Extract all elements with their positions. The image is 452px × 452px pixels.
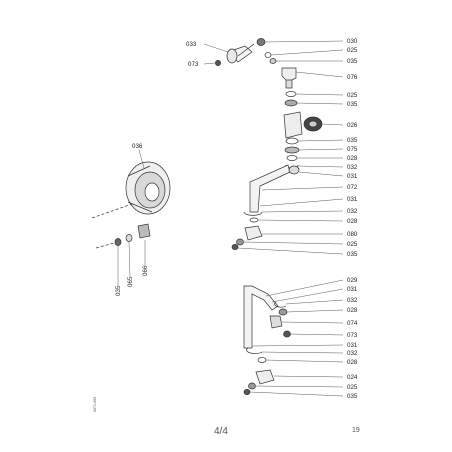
callout-028: 028: [347, 218, 358, 225]
callout-080: 080: [347, 231, 358, 238]
callout-labels: 033 073 030 025 035 076 025 035 026 035 …: [115, 38, 358, 400]
right-assembly-upper: [215, 38, 323, 250]
callout-028: 028: [347, 359, 358, 366]
callout-073: 073: [347, 332, 358, 339]
callout-074: 074: [347, 320, 358, 327]
callout-032: 032: [347, 297, 358, 304]
callout-030: 030: [347, 38, 358, 45]
left-assembly: [91, 161, 171, 249]
callout-031: 031: [347, 173, 358, 180]
callout-032: 032: [347, 350, 358, 357]
side-code: 6871-005: [93, 397, 97, 412]
callout-026: 026: [347, 122, 358, 129]
callout-024: 024: [347, 374, 358, 381]
callout-035-left: 035: [115, 285, 122, 296]
page-indicator: 4/4: [214, 426, 228, 437]
callout-025: 025: [347, 384, 358, 391]
callout-025: 025: [347, 241, 358, 248]
callout-028: 028: [347, 307, 358, 314]
callout-029: 029: [347, 277, 358, 284]
callout-066: 066: [142, 265, 149, 276]
leader-lines: [117, 40, 344, 397]
callout-035: 035: [347, 137, 358, 144]
callout-032: 032: [347, 164, 358, 171]
callout-073: 073: [188, 61, 199, 68]
callout-035: 035: [347, 58, 358, 65]
callout-031: 031: [347, 196, 358, 203]
callout-033: 033: [186, 41, 197, 48]
right-assembly-lower: [243, 285, 291, 395]
callout-065: 065: [127, 276, 134, 287]
callout-035: 035: [347, 101, 358, 108]
callout-032: 032: [347, 208, 358, 215]
callout-031: 031: [347, 286, 358, 293]
callout-025: 025: [347, 47, 358, 54]
callout-028: 028: [347, 155, 358, 162]
callout-076: 076: [347, 74, 358, 81]
callout-025: 025: [347, 92, 358, 99]
callout-072: 072: [347, 184, 358, 191]
callout-035: 035: [347, 393, 358, 400]
callout-035: 035: [347, 251, 358, 258]
callout-075: 075: [347, 146, 358, 153]
callout-031: 031: [347, 342, 358, 349]
page-number: 19: [352, 427, 360, 434]
callout-036: 036: [132, 143, 143, 150]
